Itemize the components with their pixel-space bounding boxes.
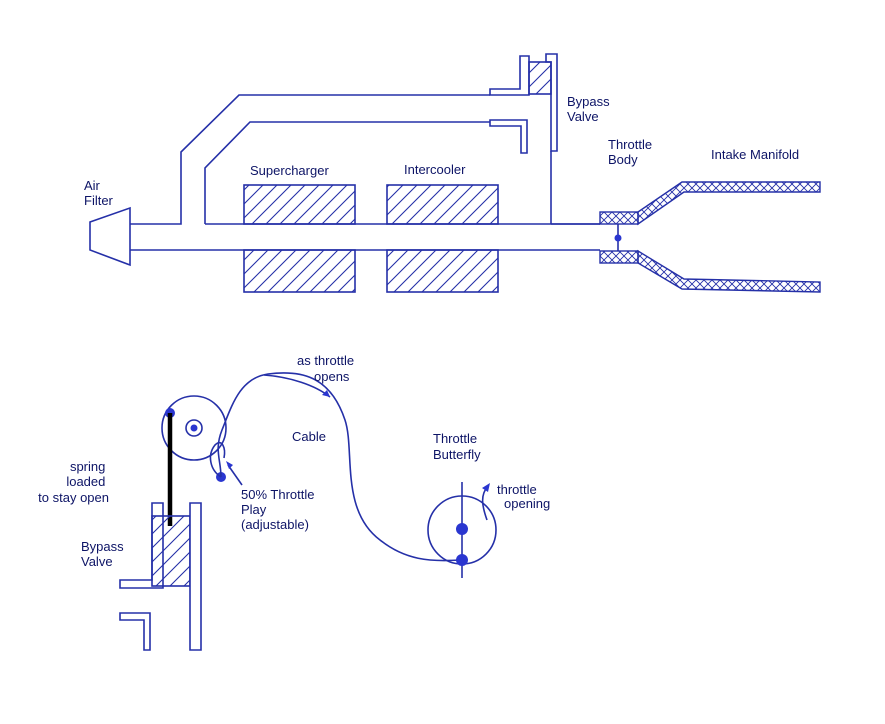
- intercooler-lower: [386, 249, 499, 293]
- bypass-duct-inner: [204, 121, 490, 224]
- bypass-valve-top: [489, 53, 558, 224]
- throttle-butterfly: [427, 482, 497, 578]
- supercharger-label: Supercharger: [250, 163, 329, 178]
- throttle-opening-arrowhead: [482, 483, 490, 492]
- throttle-body: [599, 211, 639, 264]
- supercharger-upper: [243, 184, 356, 225]
- intake-manifold-label: Intake Manifold: [711, 147, 799, 162]
- throttle-opens-arrowhead: [322, 390, 330, 397]
- bypass-duct-outer: [130, 94, 490, 225]
- play-indicator-arrowhead: [226, 461, 233, 469]
- bypass-valve-top-label: Bypass Valve: [567, 94, 613, 124]
- air-filter: [89, 206, 131, 267]
- throttle-opening-label: throttle opening: [497, 482, 550, 511]
- spring-loaded-label: spring loaded to stay open: [38, 459, 109, 505]
- air-filter-label: Air Filter: [84, 178, 114, 208]
- throttle-cable: [217, 372, 461, 562]
- cable-label: Cable: [292, 429, 326, 444]
- supercharger-lower: [243, 249, 356, 293]
- as-throttle-opens-label: as throttle opens: [297, 353, 358, 384]
- throttle-butterfly-label: Throttle Butterfly: [433, 431, 481, 462]
- intercooler-upper: [386, 184, 499, 225]
- bypass-valve-bottom-label: Bypass Valve: [81, 539, 127, 569]
- bypass-valve-bottom: [119, 502, 202, 651]
- intercooler-label: Intercooler: [404, 162, 466, 177]
- play-indicator-arrow: [227, 464, 243, 486]
- intake-manifold: [637, 181, 821, 293]
- cable-play-loop: [209, 441, 226, 478]
- throttle-play-label: 50% Throttle Play (adjustable): [241, 487, 318, 532]
- throttle-body-label: Throttle Body: [608, 137, 656, 167]
